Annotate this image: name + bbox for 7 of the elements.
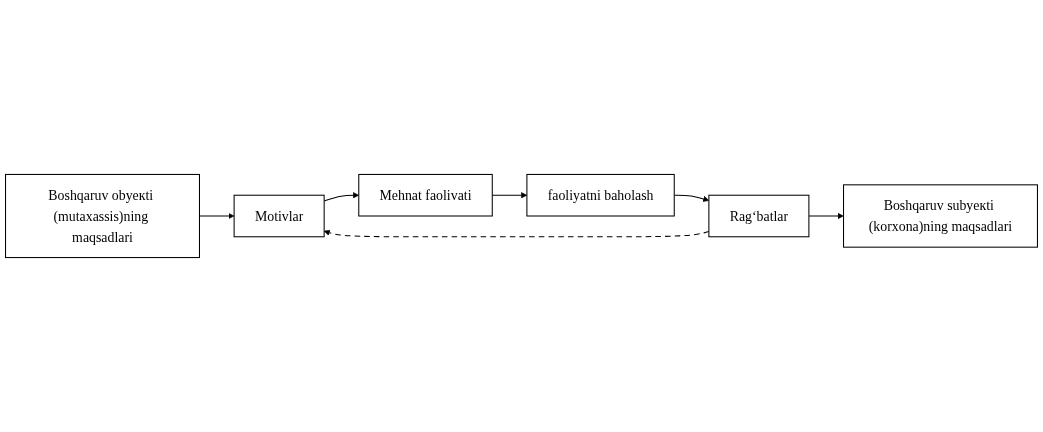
node-box: Motivlar bbox=[233, 194, 325, 238]
node-box: Mehnat faolivati bbox=[358, 173, 493, 217]
node-box: Boshqaruv obyeкti (mutaxassis)ning maqsadlari bbox=[5, 173, 200, 259]
node-box: faoliyatni baholash bbox=[526, 173, 675, 217]
node-box: Rag‘batlar bbox=[708, 194, 810, 238]
node-box: Boshqaruv subyeкti (korxona)ning maqsadlari bbox=[843, 184, 1038, 248]
arrow bbox=[808, 212, 844, 220]
